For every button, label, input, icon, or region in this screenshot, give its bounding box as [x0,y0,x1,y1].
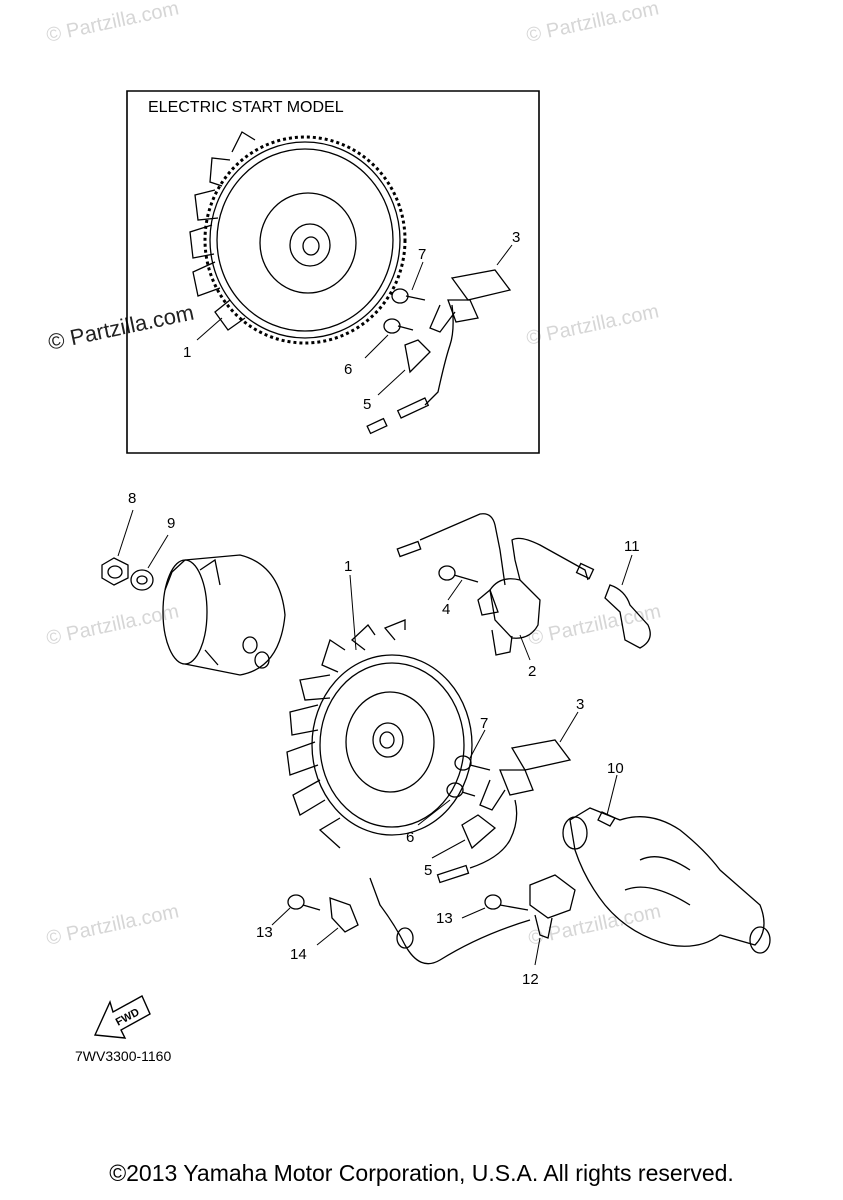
callout-main-5: 5 [424,862,432,879]
callout-9: 9 [167,515,175,532]
diagram-code: 7WV3300-1160 [75,1048,171,1064]
fwd-arrow-icon [95,996,150,1038]
callout-inset-7: 7 [418,246,426,263]
leaders-3-5-6-7 [418,712,578,858]
inset-leaders [197,245,512,395]
callout-main-2: 2 [528,663,536,680]
callout-main-12: 12 [522,971,539,988]
callout-inset-5: 5 [363,396,371,413]
inset-frame [127,91,539,453]
callout-main-6: 6 [406,829,414,846]
watermark-top-right: © Partzilla.com [524,0,660,47]
watermark-dark: © Partzilla.com [46,300,196,355]
ignition-coil-illustration [397,514,650,655]
callout-main-1: 1 [344,558,352,575]
pulser-and-clamp-illustration [288,875,575,964]
callout-main-11: 11 [624,538,640,555]
main-charge-coil-illustration [437,740,570,882]
callout-main-3: 3 [576,696,584,713]
copyright-footer: ©2013 Yamaha Motor Corporation, U.S.A. A… [109,1160,734,1186]
inset-title: ELECTRIC START MODEL [148,99,344,116]
nut-and-washer-illustration [102,558,153,590]
watermark-mid-right: © Partzilla.com [524,300,660,350]
inset-electric-start [127,91,539,453]
callout-main-14: 14 [290,946,307,963]
leader-10 [607,775,617,815]
callout-inset-3: 3 [512,229,520,246]
inset-coil-illustration [367,270,510,433]
callout-main-13a: 13 [436,910,453,927]
watermark-right-mid: © Partzilla.com [526,600,662,650]
callout-8: 8 [128,490,136,507]
callout-main-13b: 13 [256,924,273,941]
watermark-right-low: © Partzilla.com [526,900,662,950]
leaders-8-9 [118,510,168,568]
crankshaft-illustration [563,808,770,953]
callout-main-7: 7 [480,715,488,732]
watermarks: © Partzilla.com © Partzilla.com © Partzi… [44,0,662,950]
callout-inset-1: 1 [183,344,191,361]
leader-main-1 [350,575,356,650]
starter-cup-illustration [163,555,285,675]
callout-main-10: 10 [607,760,624,777]
leaders-2-4-11 [448,555,632,660]
watermark-left-low: © Partzilla.com [44,900,180,950]
leaders-12-13-14 [272,908,540,965]
callout-inset-6: 6 [344,361,352,378]
watermark-left-mid: © Partzilla.com [44,600,180,650]
callout-main-4: 4 [442,601,450,618]
inset-flywheel-illustration [190,132,405,343]
main-flywheel-illustration [287,620,472,848]
watermark-top-left: © Partzilla.com [44,0,180,47]
